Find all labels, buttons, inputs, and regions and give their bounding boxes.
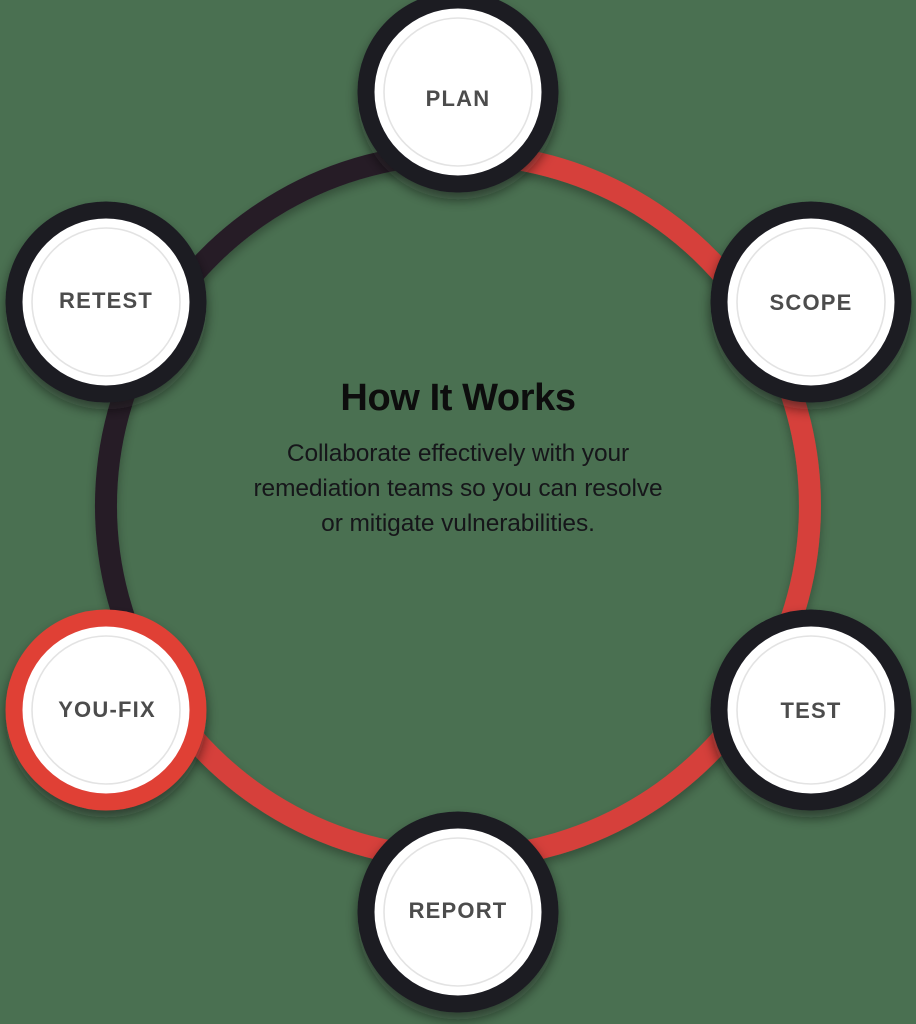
node-test[interactable]: [710, 609, 912, 811]
node-report[interactable]: [357, 811, 559, 1013]
node-hit-scope[interactable]: [710, 201, 912, 403]
node-inner-ring-report: [383, 837, 533, 987]
node-hit-test[interactable]: [710, 609, 912, 811]
node-hit-you-fix[interactable]: [5, 609, 207, 811]
node-scope[interactable]: [710, 201, 912, 403]
node-retest[interactable]: [5, 201, 207, 403]
node-inner-ring-scope: [736, 227, 886, 377]
node-inner-ring-you-fix: [31, 635, 181, 785]
node-hit-plan[interactable]: [357, 0, 559, 193]
node-hit-report[interactable]: [357, 811, 559, 1013]
node-inner-ring-plan: [383, 17, 533, 167]
node-inner-ring-test: [736, 635, 886, 785]
arc-segment-red: [143, 143, 821, 869]
node-inner-ring-retest: [31, 227, 181, 377]
node-hit-retest[interactable]: [5, 201, 207, 403]
node-you-fix[interactable]: [5, 609, 207, 811]
node-plan[interactable]: [357, 0, 559, 193]
